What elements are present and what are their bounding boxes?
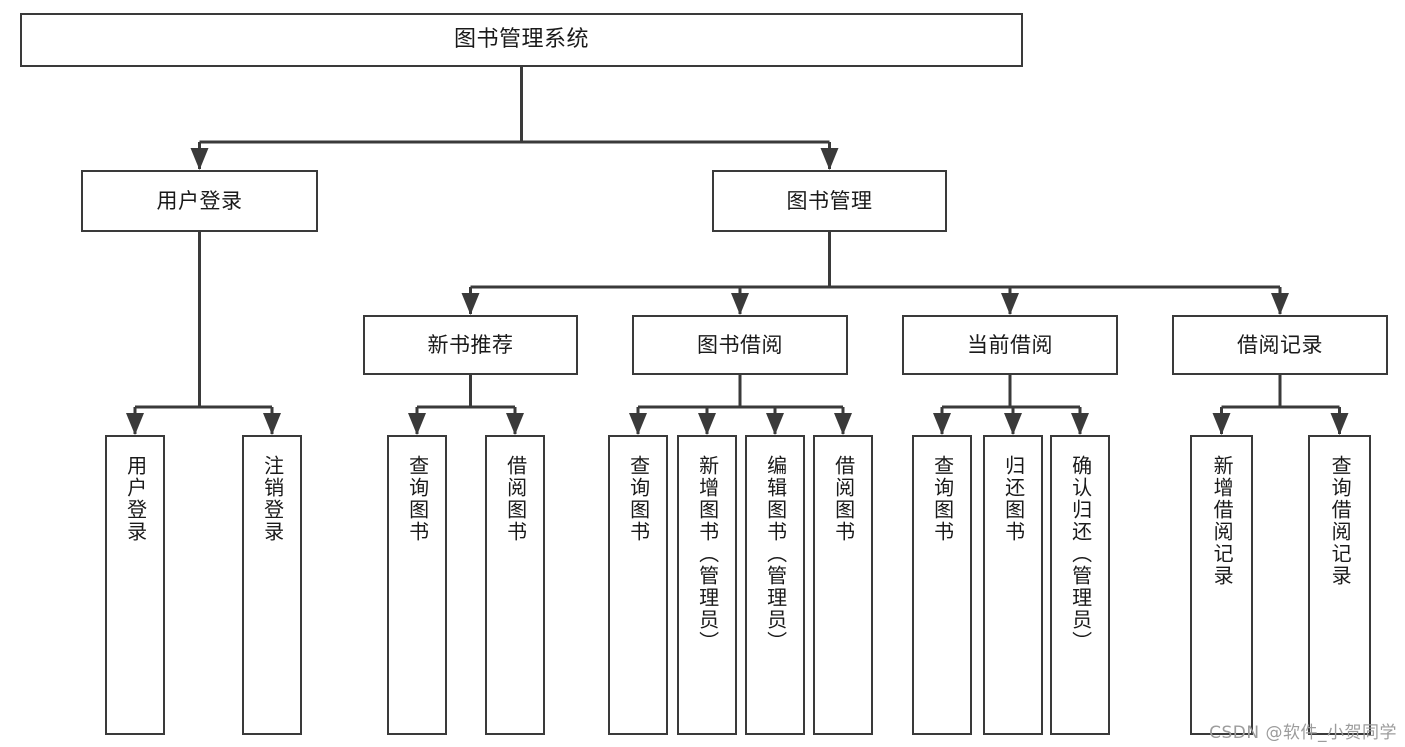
node-label: 图书管理	[786, 188, 873, 213]
node-leaf-bo-edit[interactable]: 编辑图书（管理员）	[745, 435, 805, 735]
node-leaf-cu-confirm[interactable]: 确认归还（管理员）	[1050, 435, 1110, 735]
node-label: 借阅图书	[831, 455, 856, 543]
node-label: 新增图书（管理员）	[695, 455, 720, 653]
node-label: 查询借阅记录	[1328, 455, 1353, 587]
node-label: 查询图书	[930, 455, 955, 543]
node-current[interactable]: 当前借阅	[902, 315, 1118, 375]
node-leaf-bo-search[interactable]: 查询图书	[608, 435, 668, 735]
node-label: 图书管理系统	[453, 27, 589, 53]
node-leaf-bo-borrow[interactable]: 借阅图书	[813, 435, 873, 735]
node-leaf-bo-add[interactable]: 新增图书（管理员）	[677, 435, 737, 735]
watermark-label: CSDN @软件_小贺同学	[1209, 723, 1397, 743]
node-label: 新书推荐	[427, 332, 514, 357]
node-label: 借阅图书	[503, 455, 528, 543]
node-leaf-cu-return[interactable]: 归还图书	[983, 435, 1043, 735]
node-leaf-user-login[interactable]: 用户登录	[105, 435, 165, 735]
node-label: 新增借阅记录	[1210, 455, 1235, 587]
node-records[interactable]: 借阅记录	[1172, 315, 1388, 375]
node-label: 归还图书	[1001, 455, 1026, 543]
node-bookmgmt[interactable]: 图书管理	[712, 170, 947, 232]
node-leaf-nb-search[interactable]: 查询图书	[387, 435, 447, 735]
node-leaf-nb-borrow[interactable]: 借阅图书	[485, 435, 545, 735]
node-label: 图书借阅	[697, 332, 783, 357]
node-label: 当前借阅	[967, 332, 1053, 357]
node-label: 用户登录	[123, 455, 148, 543]
node-label: 注销登录	[260, 455, 285, 543]
node-leaf-user-logout[interactable]: 注销登录	[242, 435, 302, 735]
node-borrow[interactable]: 图书借阅	[632, 315, 848, 375]
node-label: 借阅记录	[1237, 332, 1323, 357]
node-leaf-re-add[interactable]: 新增借阅记录	[1190, 435, 1253, 735]
node-root[interactable]: 图书管理系统	[20, 13, 1023, 67]
node-leaf-cu-search[interactable]: 查询图书	[912, 435, 972, 735]
node-label: 编辑图书（管理员）	[763, 455, 788, 653]
node-login[interactable]: 用户登录	[81, 170, 318, 232]
node-label: 查询图书	[405, 455, 430, 543]
node-newbook[interactable]: 新书推荐	[363, 315, 578, 375]
node-label: 确认归还（管理员）	[1068, 455, 1093, 653]
node-label: 查询图书	[626, 455, 651, 543]
node-leaf-re-search[interactable]: 查询借阅记录	[1308, 435, 1371, 735]
node-label: 用户登录	[156, 188, 243, 213]
